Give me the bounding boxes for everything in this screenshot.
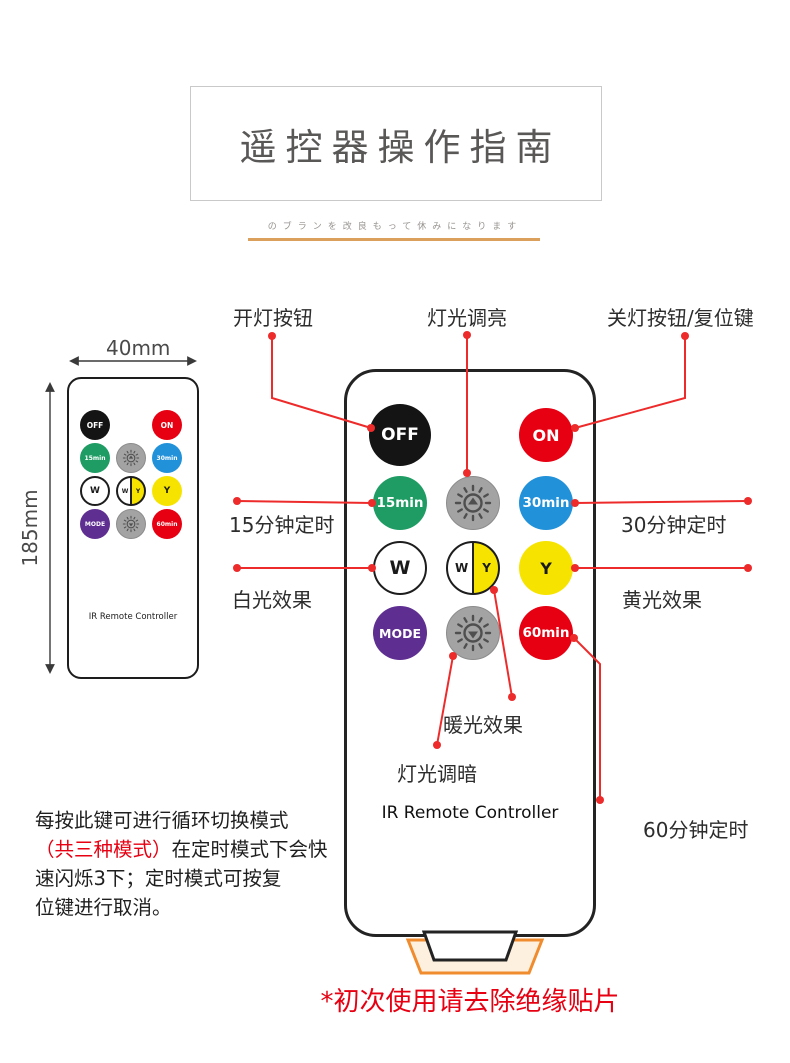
split-yellow-label: Y	[482, 561, 491, 575]
brightness-down-icon	[122, 515, 140, 533]
title-box: 遥控器操作指南	[190, 86, 602, 201]
small-white-button: W	[80, 476, 110, 506]
width-dimension-label: 40mm	[106, 336, 171, 360]
timer-15min-button: 15min	[373, 476, 427, 530]
callout-timer-60min: 60分钟定时	[643, 818, 749, 842]
note-line-4: 位键进行取消。	[35, 896, 172, 919]
callout-white-effect: 白光效果	[232, 588, 312, 612]
callout-dim: 灯光调暗	[397, 762, 477, 786]
small-yellow-button: Y	[152, 476, 182, 506]
callout-warm-effect: 暖光效果	[443, 713, 523, 737]
callout-power-on: 开灯按钮	[233, 306, 313, 330]
small-brightness-up-button	[116, 443, 146, 473]
callout-timer-30min: 30分钟定时	[621, 513, 727, 537]
height-dimension-label: 185mm	[18, 489, 42, 567]
decorative-divider	[248, 238, 540, 241]
remote-brand-text: IR Remote Controller	[381, 803, 559, 823]
insulation-tab	[405, 930, 545, 975]
timer-30min-button: 30min	[519, 476, 573, 530]
brightness-down-button	[446, 606, 500, 660]
note-line-2-rest: 在定时模式下会快	[171, 838, 328, 861]
brightness-up-button	[446, 476, 500, 530]
small-timer-15min-button: 15min	[80, 443, 110, 473]
small-mode-button: MODE	[80, 509, 110, 539]
note-line-1: 每按此键可进行循环切换模式	[35, 809, 289, 832]
callout-timer-15min: 15分钟定时	[229, 513, 335, 537]
note-line-3: 速闪烁3下；定时模式可按复	[35, 867, 282, 890]
split-white-label: W	[455, 561, 469, 575]
small-brightness-down-button	[116, 509, 146, 539]
white-light-button: W	[373, 541, 427, 595]
off-button: OFF	[369, 404, 431, 466]
callout-yellow-effect: 黄光效果	[622, 588, 702, 612]
callout-brighten: 灯光调亮	[427, 306, 507, 330]
yellow-light-button: Y	[519, 541, 573, 595]
small-remote-diagram: OFF ON 15min 30min W W Y Y MODE 60min IR…	[67, 377, 199, 679]
note-red-part: （共三种模式）	[35, 838, 172, 861]
brightness-down-icon	[454, 614, 492, 652]
brightness-up-icon	[122, 449, 140, 467]
on-button: ON	[519, 408, 573, 462]
insulation-sheet-shape	[405, 938, 545, 975]
page-title: 遥控器操作指南	[239, 125, 562, 169]
small-remote-brand-text: IR Remote Controller	[88, 612, 178, 622]
callout-power-off-reset: 关灯按钮/复位键	[607, 306, 754, 330]
small-timer-30min-button: 30min	[152, 443, 182, 473]
brightness-up-icon	[454, 484, 492, 522]
small-split-white-label: W	[121, 487, 129, 495]
mode-button: MODE	[373, 606, 427, 660]
large-remote-diagram: OFF ON 15min 30min W W Y Y MODE 60min IR…	[344, 369, 596, 937]
timer-60min-button: 60min	[519, 606, 573, 660]
white-yellow-button: W Y	[446, 541, 500, 595]
line-timer30	[574, 500, 749, 504]
small-split-yellow-label: Y	[135, 487, 141, 495]
note-line-2: （共三种模式）在定时模式下会快	[35, 835, 365, 864]
small-white-yellow-button: W Y	[116, 476, 146, 506]
insulation-warning: *初次使用请去除绝缘贴片	[320, 987, 620, 1017]
mode-note: 每按此键可进行循环切换模式 （共三种模式）在定时模式下会快 速闪烁3下；定时模式…	[35, 806, 365, 922]
small-off-button: OFF	[80, 410, 110, 440]
small-on-button: ON	[152, 410, 182, 440]
decorative-subtext: のブランを改良もって休みになります	[267, 222, 523, 232]
small-timer-60min-button: 60min	[152, 509, 182, 539]
